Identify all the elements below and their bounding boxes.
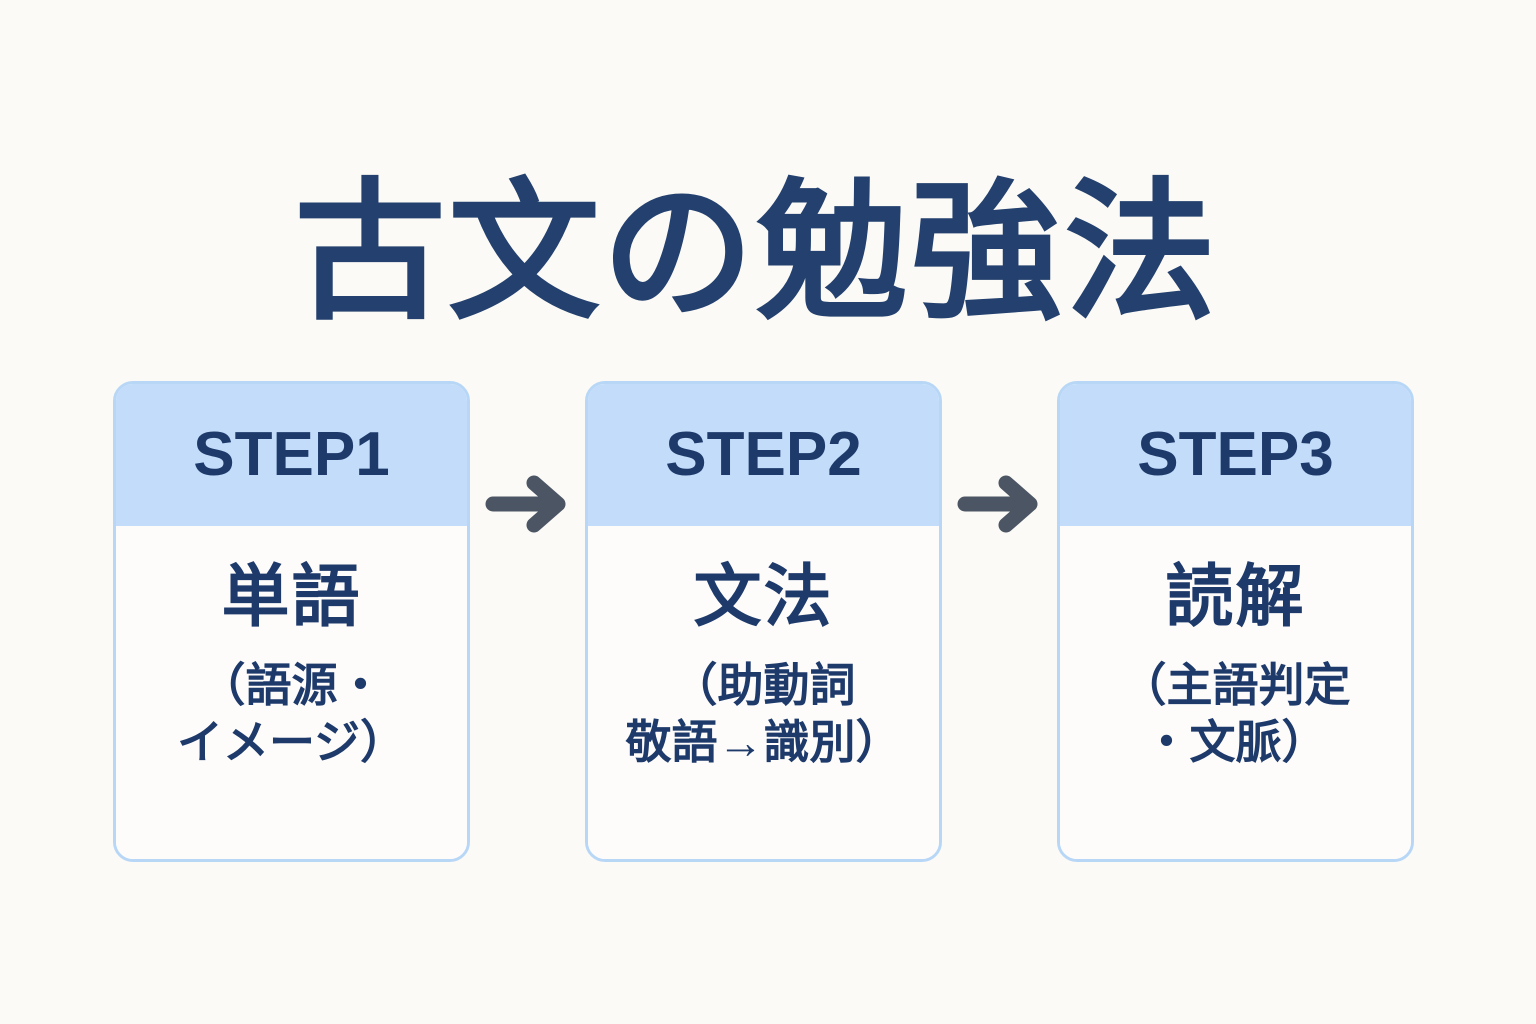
- step-card-1-header: STEP1: [116, 384, 467, 526]
- step-card-1-header-label: STEP1: [193, 420, 390, 489]
- page-title: 古文の勉強法: [294, 167, 1218, 338]
- step-card-1-body: 単語 （語源・ イメージ）: [116, 526, 467, 859]
- step-flow-diagram: STEP1 単語 （語源・ イメージ） STEP2 文法 （助動詞 敬語→識別）: [113, 381, 1414, 862]
- step-card-2-header: STEP2: [588, 384, 939, 526]
- step-card-3-main-text: 読解: [1165, 559, 1306, 635]
- step-card-1-sub-text: （語源・ イメージ）: [176, 658, 407, 768]
- step-card-2-header-label: STEP2: [665, 420, 862, 489]
- step-card-2-main-text: 文法: [693, 559, 834, 635]
- step-card-2: STEP2 文法 （助動詞 敬語→識別）: [585, 381, 942, 862]
- step-card-3-header: STEP3: [1060, 384, 1411, 526]
- arrow-right-icon: [485, 475, 565, 532]
- step-card-3-body: 読解 （主語判定 ・文脈）: [1060, 526, 1411, 859]
- step-card-2-sub-text: （助動詞 敬語→識別）: [625, 658, 902, 768]
- step-card-1: STEP1 単語 （語源・ イメージ）: [113, 381, 470, 862]
- page-title-container: 古文の勉強法: [0, 72, 1536, 435]
- step-card-3-sub-text: （主語判定 ・文脈）: [1120, 658, 1351, 768]
- step-card-2-body: 文法 （助動詞 敬語→識別）: [588, 526, 939, 859]
- arrow-gap-2: [942, 381, 1057, 862]
- step-card-3: STEP3 読解 （主語判定 ・文脈）: [1057, 381, 1414, 862]
- arrow-right-icon: [957, 475, 1037, 532]
- step-card-1-main-text: 単語: [221, 559, 362, 635]
- arrow-gap-1: [470, 381, 585, 862]
- step-card-3-header-label: STEP3: [1137, 420, 1334, 489]
